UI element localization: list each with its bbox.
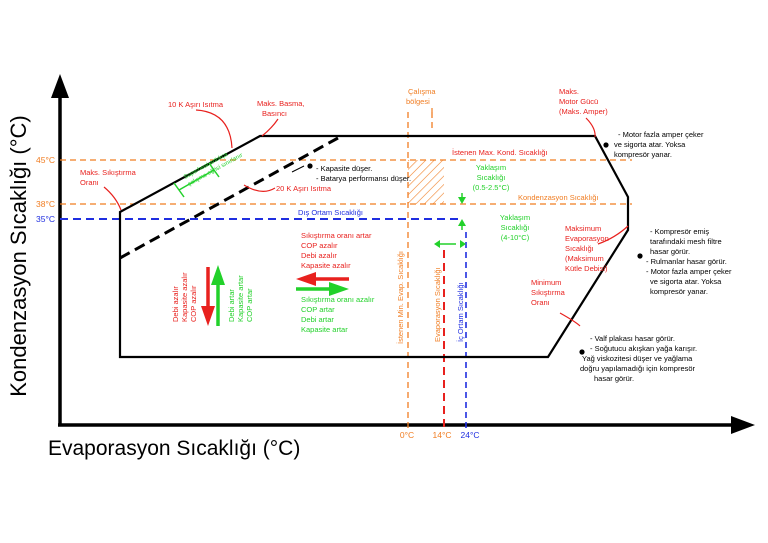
- label-evap-sicakligi: Evaporasyon Sıcaklığı: [433, 267, 442, 342]
- label-maks-evap-4: (Maksimum: [565, 254, 604, 263]
- label-maks-evap-3: Sıcaklığı: [565, 244, 594, 253]
- note-motor-2: ve sigorta atar. Yoksa: [614, 140, 686, 149]
- green-right-arrow: [296, 282, 349, 296]
- approach-arrow-1: [458, 193, 466, 230]
- effect-green-1: Sıkıştırma oranı azalır: [301, 295, 375, 304]
- effect-red-1: Sıkıştırma oranı artar: [301, 231, 372, 240]
- green-up-arrow: [211, 265, 225, 326]
- effect-red-3: Debi azalır: [301, 251, 337, 260]
- label-10k-asiri-isitma: 10 K Aşırı Isıtma: [168, 100, 224, 109]
- note-valf-5: hasar görür.: [594, 374, 634, 383]
- red-left-arrow: [296, 272, 349, 286]
- label-yaklasim1-2: Sıcaklığı: [477, 173, 506, 182]
- approach-arrow-2: [434, 240, 466, 248]
- y-axis-label: Kondenzasyon Sıcaklığı (°C): [6, 115, 31, 397]
- effect-vert-green-3: COP artar: [245, 288, 254, 322]
- label-ic-ortam: İç Ortam Sıcaklığı: [456, 282, 465, 342]
- calisma-bolgesi-area: [408, 160, 444, 204]
- label-calisma-1: Çalışma: [408, 87, 436, 96]
- leader-20k: [243, 184, 276, 192]
- leader-10k: [195, 109, 233, 149]
- leader-maks-basma: [261, 118, 279, 137]
- leader-maks-sikistirma: [103, 186, 122, 211]
- effect-vert-green-2: Kapasite artar: [236, 275, 245, 322]
- label-istenen-min-evap: İstenen Min. Evap. Sıcaklığı: [396, 251, 405, 344]
- label-20k-asiri-isitma: 20 K Aşırı Isıtma: [276, 184, 332, 193]
- effect-vert-green-1: Debi artar: [227, 289, 236, 322]
- label-yaklasim2-2: Sıcaklığı: [501, 223, 530, 232]
- effect-red-4: Kapasite azalır: [301, 261, 351, 270]
- superheat-green-line: [178, 169, 215, 191]
- y-axis-arrow-icon: [51, 74, 69, 98]
- note-kapasite-1: - Kapasite düşer.: [316, 164, 372, 173]
- label-dis-ortam: Dış Ortam Sıcaklığı: [298, 208, 363, 217]
- label-maks-motor-2: Motor Gücü: [559, 97, 598, 106]
- bullet-motor: [603, 142, 609, 148]
- label-calisma-2: bölgesi: [406, 97, 430, 106]
- label-maks-basma-2: Basıncı: [262, 109, 287, 118]
- leader-kapasite: [291, 165, 305, 173]
- label-yaklasim2-3: (4-10°C): [501, 233, 530, 242]
- label-maks-evap-1: Maksimum: [565, 224, 601, 233]
- x-tick-24: 24°C: [461, 430, 480, 440]
- effect-vert-red-1: Debi azalır: [171, 286, 180, 322]
- y-tick-38: 38°C: [36, 199, 55, 209]
- label-yaklasim1-3: (0.5-2.5°C): [473, 183, 510, 192]
- axes: [51, 74, 755, 434]
- operating-envelope: [118, 134, 630, 359]
- effect-green-2: COP artar: [301, 305, 335, 314]
- label-yaklasim2-1: Yaklaşım: [500, 213, 530, 222]
- y-tick-35: 35°C: [36, 214, 55, 224]
- note-valf-2: - Soğutucu akışkan yağa karışır.: [590, 344, 697, 353]
- label-istenen-kond: İstenen Max. Kond. Sıcaklığı: [452, 148, 547, 157]
- label-maks-motor-1: Maks.: [559, 87, 579, 96]
- label-min-sikistirma-2: Sıkıştırma: [531, 288, 566, 297]
- label-maks-evap-2: Evaporasyon: [565, 234, 609, 243]
- red-down-arrow: [201, 267, 215, 326]
- note-valf-3: Yağ viskozitesi düşer ve yağlama: [582, 354, 693, 363]
- label-maks-sikistirma-2: Oranı: [80, 178, 99, 187]
- note-komp-6: ve sigorta atar. Yoksa: [650, 277, 722, 286]
- x-axis-arrow-icon: [731, 416, 755, 434]
- note-valf-4: doğru yapılamadığı için kompresör: [580, 364, 696, 373]
- effect-red-2: COP azalır: [301, 241, 338, 250]
- x-tick-14: 14°C: [433, 430, 452, 440]
- note-komp-3: hasar görür.: [650, 247, 690, 256]
- superheat-tick-2: [208, 162, 220, 178]
- superheat-20k-line: [119, 136, 339, 260]
- effect-vert-red-3: COP azalır: [189, 285, 198, 322]
- label-min-sikistirma-1: Minimum: [531, 278, 561, 287]
- x-axis-label: Evaporasyon Sıcaklığı (°C): [48, 437, 300, 460]
- note-motor-1: - Motor fazla amper çeker: [618, 130, 704, 139]
- label-min-sikistirma-3: Oranı: [531, 298, 550, 307]
- superheat-tick-1: [173, 182, 185, 198]
- x-tick-0: 0°C: [400, 430, 414, 440]
- note-motor-3: kompresör yanar.: [614, 150, 672, 159]
- note-kapasite-2: - Batarya performansı düşer.: [316, 174, 411, 183]
- note-komp-4: - Rulmanlar hasar görür.: [646, 257, 727, 266]
- note-komp-2: tarafındaki mesh filtre: [650, 237, 722, 246]
- bullet-valf: [579, 349, 585, 355]
- effect-green-3: Debi artar: [301, 315, 334, 324]
- leader-maks-evap: [597, 225, 629, 245]
- effect-green-4: Kapasite artar: [301, 325, 348, 334]
- label-maks-evap-5: Kütle Debisi): [565, 264, 608, 273]
- label-yaklasim1-1: Yaklaşım: [476, 163, 506, 172]
- label-maks-basma-1: Maks. Basma,: [257, 99, 305, 108]
- note-komp-7: kompresör yanar.: [650, 287, 708, 296]
- effect-vert-red-2: Kapasite azalır: [180, 272, 189, 322]
- y-tick-45: 45°C: [36, 155, 55, 165]
- leader-maks-motor: [585, 117, 596, 138]
- bullet-kompresor: [637, 253, 643, 259]
- note-komp-1: - Kompresör emiş: [650, 227, 709, 236]
- label-maks-sikistirma-1: Maks. Sıkıştırma: [80, 168, 137, 177]
- leader-min-sikistirma: [559, 312, 581, 327]
- label-kondenzasyon-sicakligi: Kondenzasyon Sıcaklığı: [518, 193, 598, 202]
- bullet-kapasite: [307, 163, 313, 169]
- note-komp-5: - Motor fazla amper çeker: [646, 267, 732, 276]
- label-maks-motor-3: (Maks. Amper): [559, 107, 608, 116]
- note-valf-1: - Valf plakası hasar görür.: [590, 334, 675, 343]
